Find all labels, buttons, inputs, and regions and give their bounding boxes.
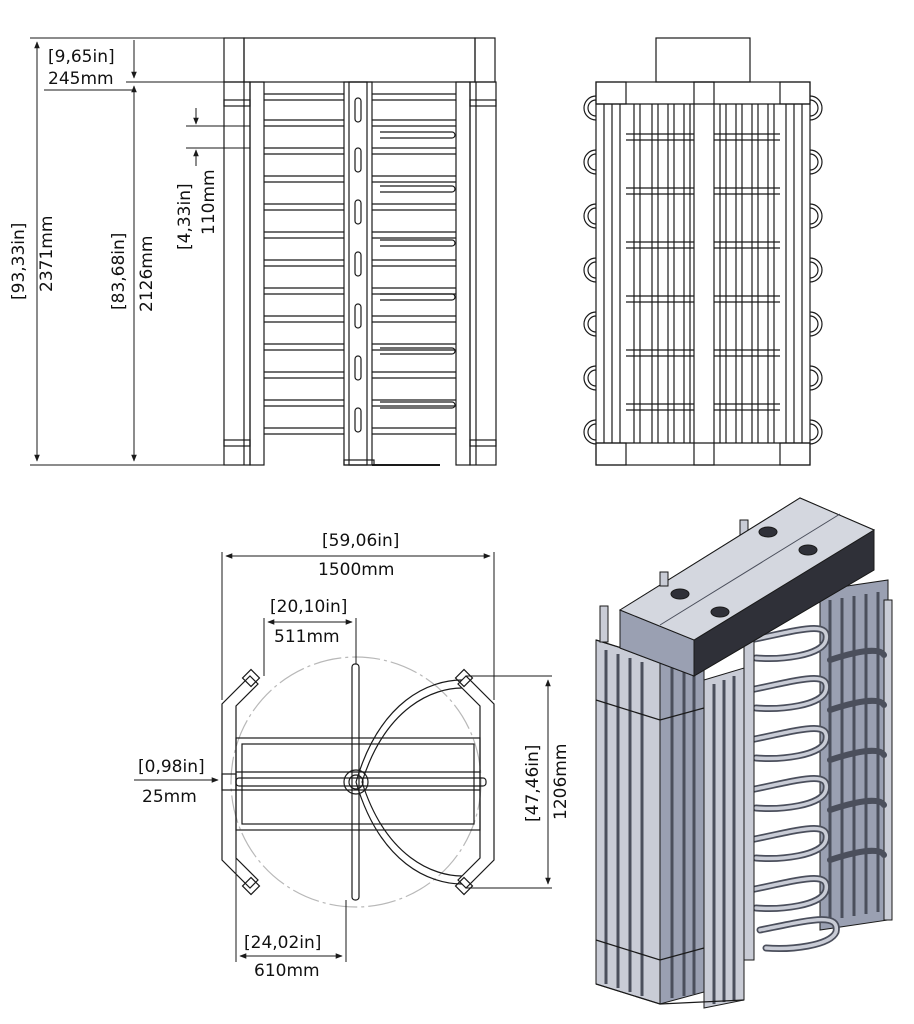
depth-mm-label: 1206mm — [551, 744, 571, 820]
bar-pitch-mm-label: 110mm — [199, 169, 219, 235]
plan-dimension-labels: [59,06in] 1500mm [20,10in] 511mm [0,98in… — [138, 531, 571, 981]
depth-in-label: [47,46in] — [523, 745, 543, 822]
frame-height-mm-label: 2126mm — [137, 236, 157, 312]
post-mm-label: 25mm — [142, 787, 197, 807]
front-view-dimensions — [30, 37, 250, 466]
isometric-3d-view — [595, 497, 893, 1009]
bar-pitch-in-label: [4,33in] — [175, 183, 195, 250]
overall-height-in-label: [93,33in] — [9, 223, 29, 300]
radius-mm-label: 511mm — [274, 627, 340, 647]
overall-height-mm-label: 2371mm — [37, 216, 57, 292]
passage-mm-label: 610mm — [254, 961, 320, 981]
plan-view — [221, 656, 495, 908]
front-dimension-labels: [9,65in] 245mm [93,33in] 2371mm [83,68in… — [9, 47, 219, 312]
radius-in-label: [20,10in] — [270, 597, 347, 617]
overall-width-in-label: [59,06in] — [322, 531, 399, 551]
side-elevation-view — [583, 37, 823, 466]
front-elevation-view — [223, 37, 497, 466]
overall-width-mm-label: 1500mm — [318, 560, 394, 580]
passage-in-label: [24,02in] — [244, 933, 321, 953]
post-in-label: [0,98in] — [138, 757, 205, 777]
top-height-mm-label: 245mm — [48, 69, 114, 89]
frame-height-in-label: [83,68in] — [109, 233, 129, 310]
plan-view-dimensions — [134, 552, 552, 962]
top-height-in-label: [9,65in] — [48, 47, 115, 67]
